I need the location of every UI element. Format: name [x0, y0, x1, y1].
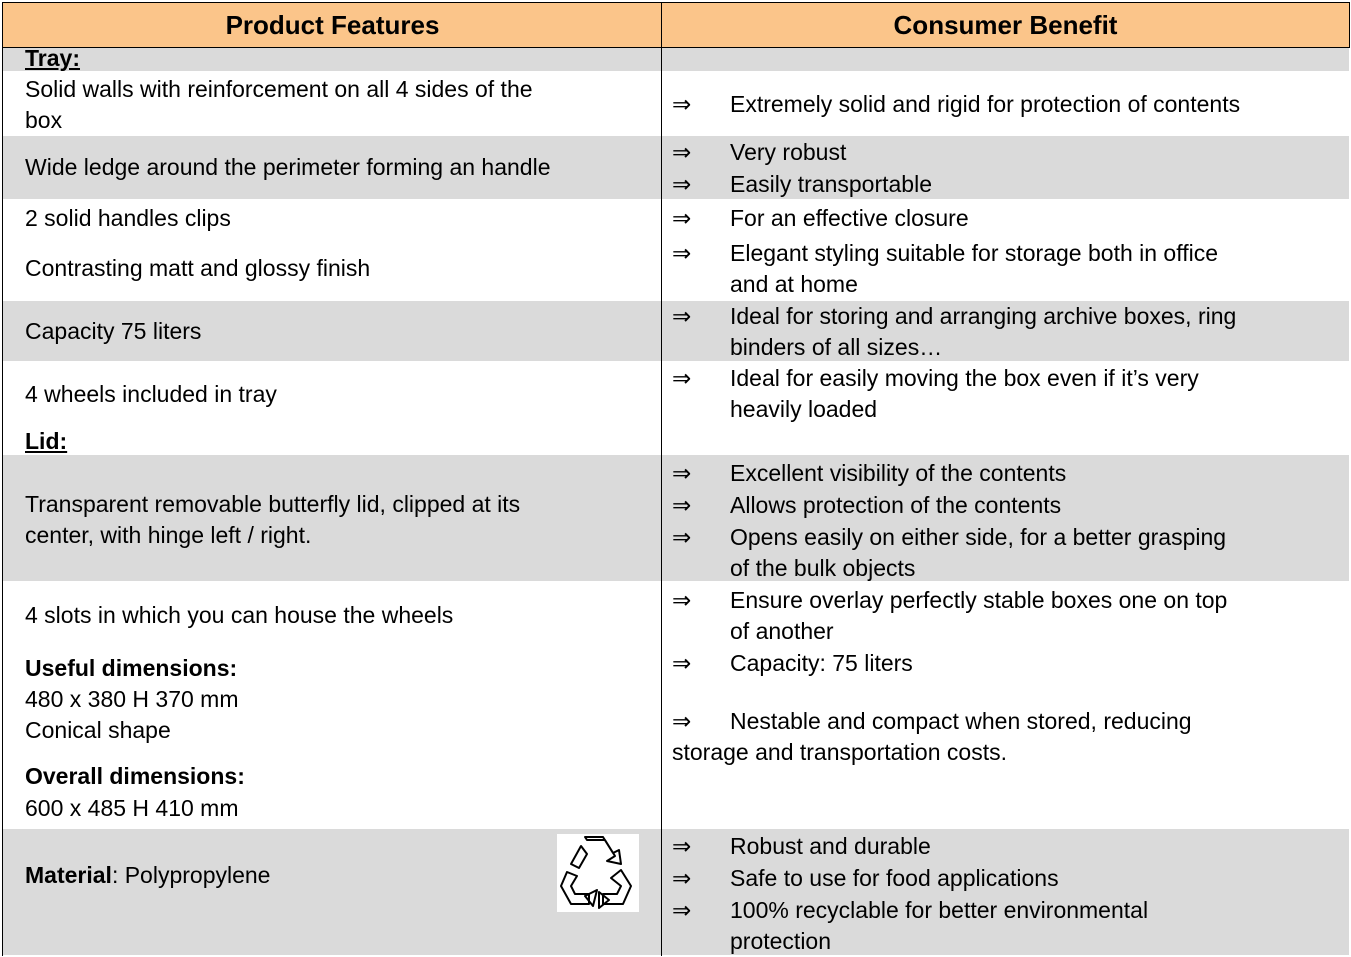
benefit-protection: ⇒ Allows protection of the contents: [662, 492, 1349, 522]
material-value: : Polypropylene: [111, 862, 271, 888]
benefit-transportable: ⇒ Easily transportable: [662, 171, 1349, 201]
feature-handles-clips: 2 solid handles clips: [25, 205, 231, 231]
benefit-text: binders of all sizes…: [730, 334, 943, 360]
benefit-ideal-storing: ⇒ Ideal for storing and arranging archiv…: [662, 303, 1349, 363]
benefit-text: storage and transportation costs.: [672, 739, 1007, 765]
benefit-solid-rigid: ⇒ Extremely solid and rigid for protecti…: [662, 91, 1349, 121]
bullet-arrow-icon: ⇒: [672, 833, 692, 859]
benefit-text: For an effective closure: [730, 205, 969, 231]
feature-wide-ledge: Wide ledge around the perimeter forming …: [25, 154, 551, 180]
benefit-text: Ensure overlay perfectly stable boxes on…: [730, 587, 1228, 613]
benefit-text: Safe to use for food applications: [730, 865, 1059, 891]
benefit-text: heavily loaded: [730, 396, 878, 422]
recycle-icon-graphic: [560, 836, 632, 909]
feature-lid-line2: center, with hinge left / right.: [25, 522, 312, 548]
feature-material: Material: Polypropylene: [25, 862, 270, 889]
benefit-recyclable: ⇒ 100% recyclable for better environment…: [662, 897, 1349, 957]
bullet-arrow-icon: ⇒: [672, 365, 692, 391]
feature-solid-walls-line1: Solid walls with reinforcement on all 4 …: [25, 76, 533, 102]
feature-finish: Contrasting matt and glossy finish: [25, 255, 371, 281]
bullet-arrow-icon: ⇒: [672, 524, 692, 550]
bullet-arrow-icon: ⇒: [672, 897, 692, 923]
benefit-very-robust: ⇒ Very robust: [662, 139, 1349, 169]
material-label: Material: [25, 862, 112, 888]
bullet-arrow-icon: ⇒: [672, 587, 692, 613]
recycle-icon: [557, 834, 639, 912]
bullet-arrow-icon: ⇒: [672, 650, 692, 676]
useful-dimensions-value: 480 x 380 H 370 mm: [25, 686, 239, 712]
border-top: [2, 2, 1350, 3]
bullet-arrow-icon: ⇒: [672, 865, 692, 891]
useful-dimensions-label: Useful dimensions:: [25, 655, 238, 681]
benefit-text: Opens easily on either side, for a bette…: [730, 524, 1227, 550]
benefit-opens: ⇒ Opens easily on either side, for a bet…: [662, 524, 1349, 584]
header-features: Product Features: [225, 10, 440, 40]
benefit-text: protection: [730, 928, 832, 954]
bullet-arrow-icon: ⇒: [672, 91, 692, 117]
benefit-text: 100% recyclable for better environmental: [730, 897, 1149, 923]
row-material: [3, 829, 1349, 955]
bullet-arrow-icon: ⇒: [672, 240, 692, 266]
row-capacity: [3, 301, 1349, 361]
bullet-arrow-icon: ⇒: [672, 139, 692, 165]
header-benefit-cell: Consumer Benefit: [662, 3, 1349, 47]
header-benefit: Consumer Benefit: [893, 10, 1118, 40]
benefit-text: and at home: [730, 271, 858, 297]
feature-capacity: Capacity 75 liters: [25, 318, 202, 344]
bullet-arrow-icon: ⇒: [672, 205, 692, 231]
feature-slots: 4 slots in which you can house the wheel…: [25, 602, 454, 628]
overall-dimensions-label: Overall dimensions:: [25, 763, 245, 789]
overall-dimensions-value: 600 x 485 H 410 mm: [25, 795, 239, 821]
feature-solid-walls-line2: box: [25, 107, 63, 133]
lid-heading: Lid:: [25, 428, 68, 454]
benefit-text: Excellent visibility of the contents: [730, 460, 1067, 486]
benefit-ideal-moving: ⇒ Ideal for easily moving the box even i…: [662, 365, 1349, 425]
benefit-text: Very robust: [730, 139, 847, 165]
benefit-text: of the bulk objects: [730, 555, 916, 581]
bullet-arrow-icon: ⇒: [672, 708, 692, 734]
tray-heading: Tray:: [25, 45, 80, 71]
benefit-text: Ideal for easily moving the box even if …: [730, 365, 1199, 391]
row-lid: [3, 455, 1349, 581]
benefit-food-safe: ⇒ Safe to use for food applications: [662, 865, 1349, 895]
header-features-cell: Product Features: [3, 3, 662, 47]
border-header-bottom: [2, 47, 1350, 48]
border-middle: [661, 2, 662, 956]
benefit-text: Capacity: 75 liters: [730, 650, 913, 676]
border-left: [2, 2, 3, 956]
benefit-robust-durable: ⇒ Robust and durable: [662, 833, 1349, 863]
benefit-overlay: ⇒ Ensure overlay perfectly stable boxes …: [662, 587, 1349, 647]
feature-lid-line1: Transparent removable butterfly lid, cli…: [25, 491, 521, 517]
bullet-arrow-icon: ⇒: [672, 171, 692, 197]
benefit-text: Nestable and compact when stored, reduci…: [730, 708, 1192, 734]
bullet-arrow-icon: ⇒: [672, 303, 692, 329]
feature-shape: Conical shape: [25, 717, 171, 743]
benefit-capacity: ⇒ Capacity: 75 liters: [662, 650, 1349, 680]
benefit-text: Extremely solid and rigid for protection…: [730, 91, 1241, 117]
benefit-text: Elegant styling suitable for storage bot…: [730, 240, 1218, 266]
feature-wheels: 4 wheels included in tray: [25, 381, 277, 407]
benefit-elegant: ⇒ Elegant styling suitable for storage b…: [662, 240, 1349, 300]
row-wide-ledge: [3, 136, 1349, 199]
bullet-arrow-icon: ⇒: [672, 460, 692, 486]
benefit-text: Robust and durable: [730, 833, 931, 859]
benefit-text: of another: [730, 618, 834, 644]
row-tray-heading: [3, 47, 1349, 71]
benefit-visibility: ⇒ Excellent visibility of the contents: [662, 460, 1349, 490]
border-right: [1349, 2, 1350, 47]
benefit-nestable: ⇒ Nestable and compact when stored, redu…: [662, 708, 1349, 768]
benefit-closure: ⇒ For an effective closure: [662, 205, 1349, 235]
benefit-text: Allows protection of the contents: [730, 492, 1062, 518]
bullet-arrow-icon: ⇒: [672, 492, 692, 518]
benefit-text: Easily transportable: [730, 171, 932, 197]
benefit-text: Ideal for storing and arranging archive …: [730, 303, 1237, 329]
